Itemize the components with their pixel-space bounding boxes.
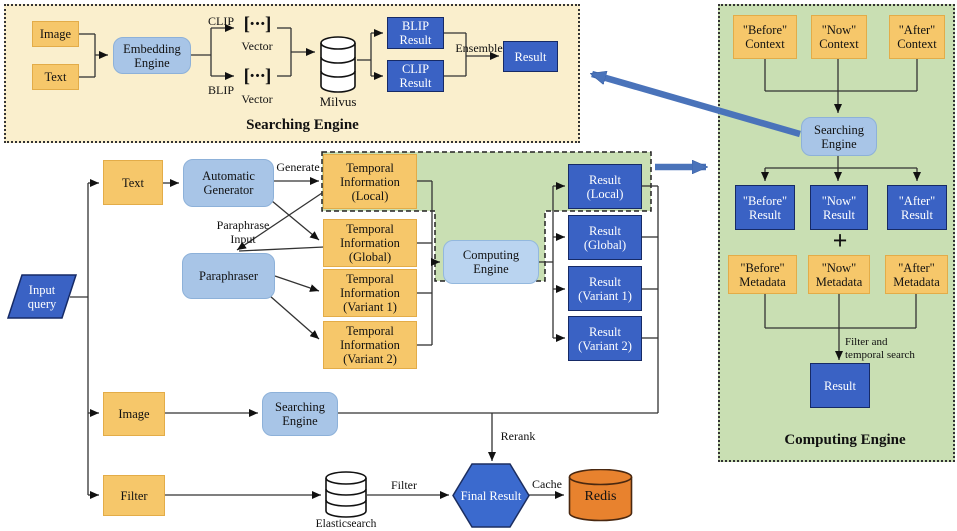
temporal-info-variant2-box[interactable]: Temporal Information (Variant 2) [323, 321, 417, 369]
result-global-box[interactable]: Result (Global) [568, 215, 642, 260]
final-result-label: Final Result [460, 488, 522, 503]
text-input-box[interactable]: Text [32, 64, 79, 90]
milvus-database-icon [320, 36, 356, 98]
blip-result-box[interactable]: BLIP Result [387, 17, 444, 49]
after-context-box[interactable]: "After" Context [889, 15, 945, 59]
before-result-box[interactable]: "Before" Result [735, 185, 795, 230]
filter-temporal-edge-label: Filter and temporal search [845, 336, 915, 361]
before-context-box[interactable]: "Before" Context [733, 15, 797, 59]
computing-engine-node[interactable]: Computing Engine [443, 240, 539, 284]
after-metadata-box[interactable]: "After" Metadata [885, 255, 948, 294]
ensemble-edge-label: Ensemble [455, 41, 503, 55]
searching-engine-panel [4, 4, 580, 143]
blip-vector-label: Vector [241, 92, 273, 106]
searching-engine-main-box[interactable]: Searching Engine [262, 392, 338, 436]
cache-edge-label: Cache [532, 477, 562, 491]
input-query-label: Input query [27, 283, 57, 311]
panel-reference-arrows [592, 74, 801, 167]
blip-label: BLIP [207, 83, 234, 97]
paraphrase-input-edge-label: Paraphrase Input [216, 218, 270, 246]
result-variant2-box[interactable]: Result (Variant 2) [568, 316, 642, 361]
redis-database-icon[interactable] [568, 468, 633, 527]
filter-modality-box[interactable]: Filter [103, 475, 165, 516]
rerank-edge-label: Rerank [500, 429, 536, 443]
temporal-info-global-box[interactable]: Temporal Information (Global) [323, 219, 417, 267]
after-result-box[interactable]: "After" Result [887, 185, 947, 230]
computing-panel-title: Computing Engine [784, 432, 906, 448]
image-input-box[interactable]: Image [32, 21, 79, 47]
now-result-box[interactable]: "Now" Result [810, 185, 868, 230]
searching-engine-node[interactable]: Searching Engine [801, 117, 877, 156]
temporal-info-variant1-box[interactable]: Temporal Information (Variant 1) [323, 269, 417, 317]
now-context-box[interactable]: "Now" Context [811, 15, 867, 59]
temporal-info-local-box[interactable]: Temporal Information (Local) [323, 154, 417, 209]
now-metadata-box[interactable]: "Now" Metadata [808, 255, 870, 294]
elasticsearch-database-icon [325, 471, 367, 523]
input-query-shape[interactable] [6, 274, 78, 319]
clip-result-box[interactable]: CLIP Result [387, 60, 444, 92]
before-metadata-box[interactable]: "Before" Metadata [728, 255, 797, 294]
clip-label: CLIP [207, 14, 234, 28]
blip-vector-icon: [···] [243, 66, 272, 88]
elasticsearch-label: Elasticsearch [315, 518, 377, 530]
result-variant1-box[interactable]: Result (Variant 1) [568, 266, 642, 311]
automatic-generator-box[interactable]: Automatic Generator [183, 159, 274, 207]
embedding-engine-box[interactable]: Embedding Engine [113, 37, 191, 74]
milvus-label: Milvus [319, 94, 357, 109]
final-result-hexagon[interactable] [452, 463, 530, 528]
filter-edge-label: Filter [391, 478, 417, 492]
result-local-box[interactable]: Result (Local) [568, 164, 642, 209]
clip-vector-label: Vector [241, 39, 273, 53]
text-modality-box[interactable]: Text [103, 160, 163, 205]
computing-result-box[interactable]: Result [810, 363, 870, 408]
generate-edge-label: Generate [276, 160, 320, 174]
image-modality-box[interactable]: Image [103, 392, 165, 436]
redis-label: Redis [584, 489, 617, 505]
ensemble-result-box[interactable]: Result [503, 41, 558, 72]
connector-lines [70, 24, 921, 499]
plus-operator: + [832, 226, 848, 256]
clip-vector-icon: [···] [243, 14, 272, 36]
paraphraser-box[interactable]: Paraphraser [182, 253, 275, 299]
searching-panel-title: Searching Engine [246, 117, 359, 133]
